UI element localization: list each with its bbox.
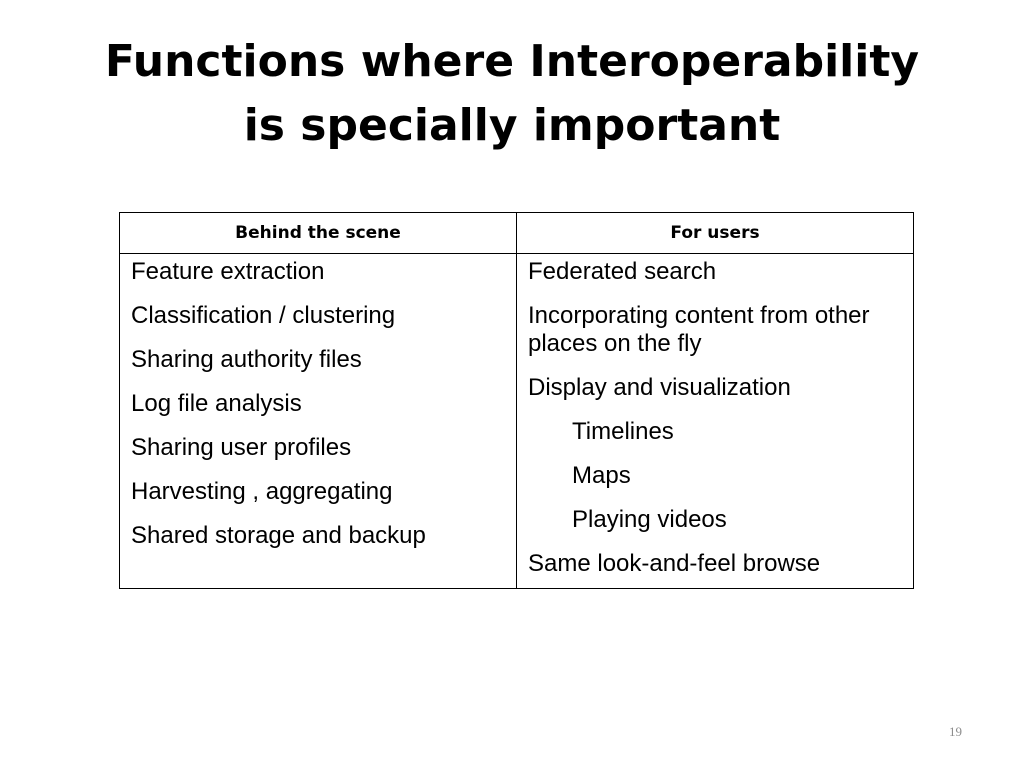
column-header-behind-the-scene: Behind the scene — [119, 212, 517, 254]
list-item: Log file analysis — [131, 390, 302, 417]
title-line-2: is specially important — [243, 100, 781, 151]
table-row: Feature extraction Classification / clus… — [119, 253, 914, 589]
slide-title: Functions where Interoperability is spec… — [40, 30, 984, 158]
list-subitem: Timelines — [572, 418, 674, 445]
title-line-1: Functions where Interoperability — [104, 36, 920, 87]
list-item: Same look-and-feel browse — [528, 550, 821, 577]
list-item: Harvesting , aggregating — [131, 478, 393, 505]
list-subitem: Playing videos — [572, 506, 727, 533]
list-item: Shared storage and backup — [131, 522, 426, 549]
column-header-for-users: For users — [516, 212, 914, 254]
table-header-row: Behind the scene For users — [119, 212, 914, 254]
list-item: Incorporating content from other places … — [528, 302, 870, 357]
list-subitem: Maps — [572, 462, 631, 489]
page-number: 19 — [949, 724, 962, 739]
functions-table: Behind the scene For users Feature extra… — [119, 212, 914, 589]
list-item: Display and visualization — [528, 374, 791, 401]
list-item: Classification / clustering — [131, 302, 396, 329]
list-item: Feature extraction — [131, 258, 325, 285]
behind-the-scene-cell: Feature extraction Classification / clus… — [119, 253, 517, 589]
for-users-cell: Federated search Incorporating content f… — [516, 253, 914, 589]
list-item: Federated search — [528, 258, 717, 285]
list-item: Sharing authority files — [131, 346, 362, 373]
list-item: Sharing user profiles — [131, 434, 352, 461]
